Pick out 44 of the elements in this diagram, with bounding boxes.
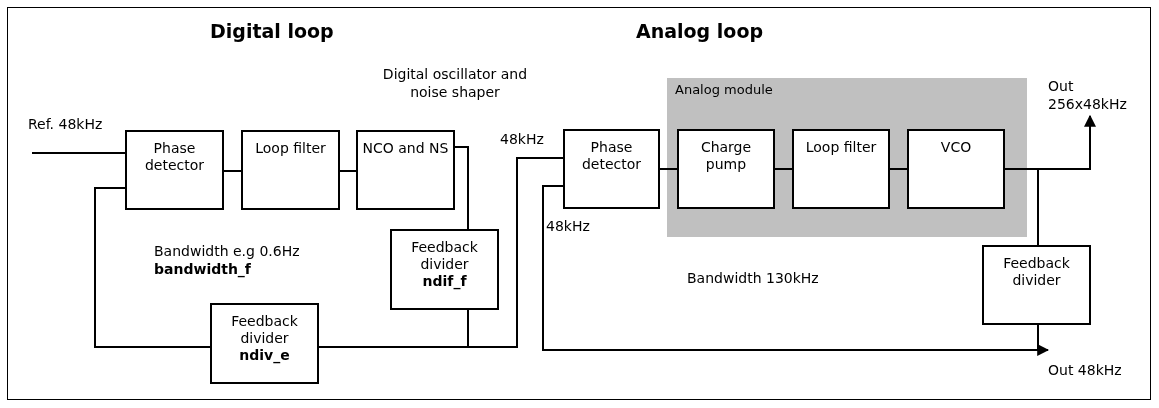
block-label: Phase detector: [143, 140, 206, 174]
block-label: Charge pump: [699, 139, 753, 173]
connector: [454, 146, 469, 230]
signal-label: 48kHz: [500, 131, 544, 149]
connector: [659, 168, 678, 170]
block-label: Feedback divider: [1002, 255, 1071, 289]
connector: [1037, 324, 1050, 356]
module-region: [667, 78, 1027, 237]
block-label: Loop filter: [804, 139, 878, 156]
region-label: Analog module: [675, 82, 773, 99]
block: [210, 303, 319, 384]
block: [356, 130, 455, 210]
connector: [223, 170, 242, 172]
block-label: Phase detector: [580, 139, 643, 173]
connector: [339, 170, 357, 172]
section-heading: Analog loop: [636, 20, 764, 44]
connector: [31, 152, 126, 154]
block-label: VCO: [939, 139, 973, 156]
output-label: Out 256x48kHz: [1048, 78, 1128, 113]
output-label: Out 48kHz: [1048, 362, 1123, 380]
connector: [467, 157, 564, 348]
bandwidth-note: Bandwidth 130kHz: [687, 270, 819, 288]
block-label: Loop filter: [254, 140, 327, 157]
parameter-name: ndiv_e: [238, 347, 291, 364]
section-heading: Digital loop: [210, 20, 334, 44]
block-label: NCO and NS: [361, 140, 450, 157]
bandwidth-note: Bandwidth e.g 0.6Hz: [154, 243, 300, 261]
signal-label: Ref. 48kHz: [28, 116, 103, 134]
connector: [889, 168, 908, 170]
parameter-name: ndif_f: [421, 273, 468, 290]
block: [907, 129, 1005, 209]
connector: [94, 187, 211, 348]
block: [125, 130, 224, 210]
block: [792, 129, 890, 209]
block: [241, 130, 340, 210]
parameter-name: bandwidth_f: [154, 261, 251, 279]
connector: [774, 168, 793, 170]
signal-label: 48kHz: [546, 218, 590, 236]
block: [390, 229, 499, 310]
connector: [542, 185, 1039, 351]
block: [982, 245, 1091, 325]
block: [677, 129, 775, 209]
block-caption: Digital oscillator and noise shaper: [381, 66, 529, 101]
block: [563, 129, 660, 209]
